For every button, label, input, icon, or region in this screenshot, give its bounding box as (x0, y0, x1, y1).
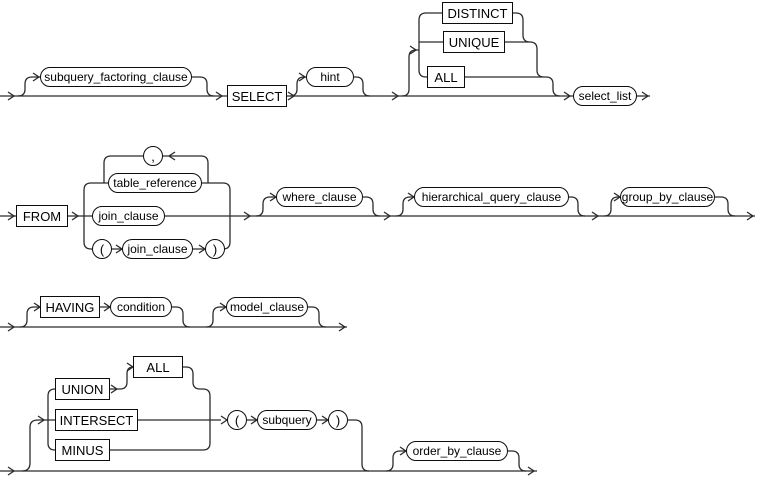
row4-branch-lines (21, 366, 527, 472)
row3-branch-lines (19, 306, 327, 328)
punctuation-open-paren-subquery: ( (227, 410, 247, 430)
nonterminal-model-clause: model_clause (226, 297, 308, 317)
keyword-distinct: DISTINCT (442, 2, 513, 24)
nonterminal-condition: condition (110, 297, 172, 317)
nonterminal-where-clause: where_clause (276, 187, 363, 207)
punctuation-close-paren-subquery: ) (328, 410, 348, 430)
row1-branch-lines (17, 12, 561, 97)
row1-arrowheads (7, 45, 650, 101)
punctuation-comma: , (143, 146, 163, 166)
keyword-from: FROM (16, 205, 68, 227)
nonterminal-select-list: select_list (573, 86, 637, 106)
row2-branch-lines (83, 155, 736, 250)
keyword-select: SELECT (227, 85, 287, 107)
keyword-having: HAVING (40, 296, 100, 318)
nonterminal-order-by-clause: order_by_clause (406, 441, 508, 461)
keyword-union-all: ALL (133, 356, 183, 378)
punctuation-open-paren: ( (92, 239, 112, 259)
nonterminal-subquery: subquery (257, 410, 317, 430)
nonterminal-group-by-clause: group_by_clause (620, 187, 715, 207)
keyword-union: UNION (55, 378, 110, 400)
nonterminal-hint: hint (306, 67, 354, 87)
nonterminal-join-clause-parenthesized: join_clause (122, 239, 193, 259)
keyword-intersect: INTERSECT (55, 409, 138, 431)
nonterminal-table-reference: table_reference (108, 173, 202, 193)
punctuation-close-paren: ) (205, 239, 225, 259)
keyword-minus: MINUS (55, 439, 110, 461)
keyword-all: ALL (427, 66, 465, 88)
nonterminal-hierarchical-query-clause: hierarchical_query_clause (414, 187, 569, 207)
keyword-unique: UNIQUE (443, 31, 505, 53)
nonterminal-subquery-factoring-clause: subquery_factoring_clause (40, 67, 192, 87)
nonterminal-join-clause: join_clause (92, 206, 165, 226)
